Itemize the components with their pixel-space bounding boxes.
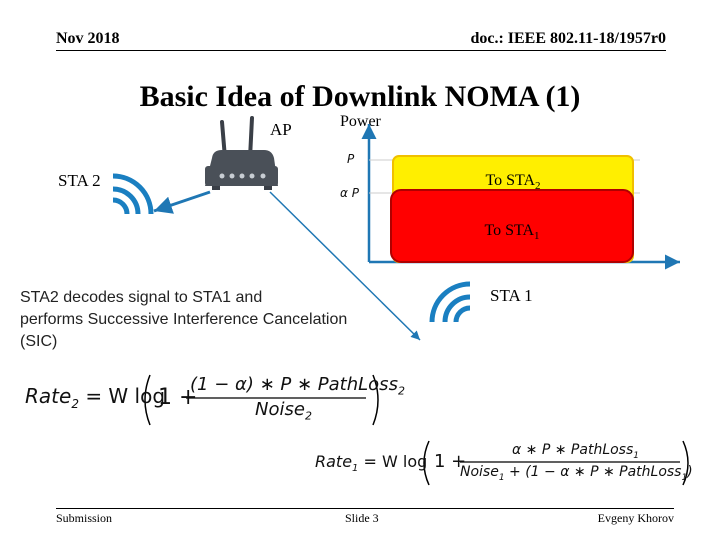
header-rule xyxy=(56,50,666,51)
header-doc-id: doc.: IEEE 802.11-18/1957r0 xyxy=(470,30,666,47)
box-sta1-label: To STA1 xyxy=(484,222,540,243)
footer-rule xyxy=(56,508,674,509)
rate2-numerator: (1 − α) ∗ P ∗ PathLoss2 xyxy=(190,374,405,398)
box-sta2-label: To STA2 xyxy=(485,172,541,193)
slide-title: Basic Idea of Downlink NOMA (1) xyxy=(139,80,581,113)
arrow-to-sta1 xyxy=(269,191,421,341)
rate2-formula-one: 1 + xyxy=(158,385,198,410)
wifi-signal-icon xyxy=(429,281,471,323)
wifi-signal-icon xyxy=(112,173,154,215)
footer-submission: Submission xyxy=(56,511,113,525)
header-date: Nov 2018 xyxy=(56,30,120,47)
rate1-denominator: Noise1 + (1 − α ∗ P ∗ PathLoss1) xyxy=(460,464,693,483)
router-icon xyxy=(205,116,278,190)
arrow-to-sta2 xyxy=(153,190,211,214)
signal-box-sta1 xyxy=(390,189,634,263)
sta2-label: STA 2 xyxy=(58,171,101,190)
rate2-denominator: Noise2 xyxy=(255,399,312,423)
sic-description: STA2 decodes signal to STA1 and performs… xyxy=(20,289,348,350)
rate1-formula-one: 1 + xyxy=(434,451,467,472)
footer-author: Evgeny Khorov xyxy=(597,511,674,525)
rate2-formula-lhs: Rate2 = W log xyxy=(25,384,166,411)
rate1-formula-lhs: Rate1 = W log xyxy=(315,452,428,475)
ap-label: AP xyxy=(270,120,292,139)
p-level-label: P xyxy=(347,152,355,166)
slide-number: Slide 3 xyxy=(345,511,379,525)
rate1-numerator: α ∗ P ∗ PathLoss1 xyxy=(512,442,640,461)
alpha-p-level-label: α P xyxy=(340,186,359,200)
sta1-label: STA 1 xyxy=(490,286,533,305)
